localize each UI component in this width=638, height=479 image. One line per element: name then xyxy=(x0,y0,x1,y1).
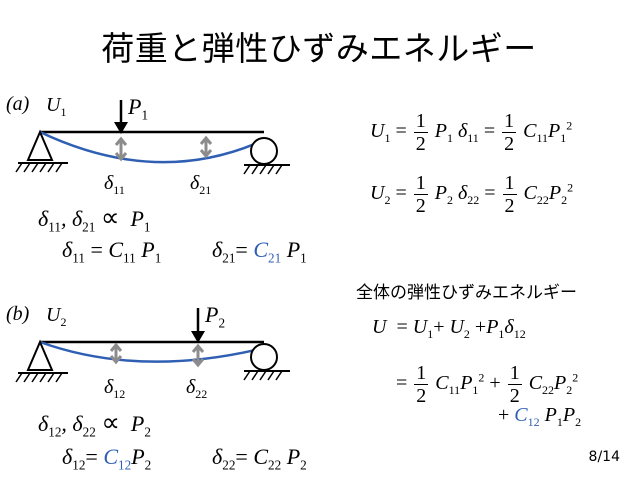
case-a-proportionality: δ11, δ21 ∝ P1 xyxy=(38,203,151,235)
deflection-arrow-d12-icon xyxy=(109,342,123,365)
beam-a-deflection-curve xyxy=(39,130,265,164)
beam-b-deflection-curve xyxy=(39,340,265,363)
load-p1-label: P1 xyxy=(128,94,149,123)
hatch-a-right xyxy=(243,164,283,175)
load-p2-label: P2 xyxy=(205,302,226,331)
delta-21-label: δ21 xyxy=(190,172,212,197)
hatch-a-left xyxy=(15,162,63,173)
case-a-delta21-equation: δ21= C21 P1 xyxy=(212,237,307,266)
case-b-delta22-equation: δ22= C22 P2 xyxy=(212,444,307,473)
total-energy-heading: 全体の弾性ひずみエネルギー xyxy=(356,283,577,303)
total-energy-equation: U = U1+ U2 +P1δ12 xyxy=(372,316,526,341)
deflection-arrow-d11-icon xyxy=(114,136,128,162)
case-b-energy-label: U2 xyxy=(46,304,67,329)
deflection-arrow-d21-icon xyxy=(199,135,213,159)
delta-12-label: δ12 xyxy=(104,376,126,401)
delta-22-label: δ22 xyxy=(186,376,208,401)
load-p1-arrow-icon xyxy=(114,122,128,134)
load-p2-arrow-icon xyxy=(191,331,205,343)
case-a-delta11-equation: δ11 = C11 P1 xyxy=(62,237,162,266)
hatch-b-right xyxy=(243,370,283,381)
case-b-proportionality: δ12, δ22 ∝ P2 xyxy=(38,408,151,440)
case-b-label: (b) xyxy=(6,303,30,325)
roller-support-b-icon xyxy=(250,343,278,371)
hatch-b-left xyxy=(15,372,63,383)
total-energy-cross-term: + C12 P1P2 xyxy=(498,404,582,429)
pin-support-b-icon xyxy=(26,339,54,371)
deflection-arrow-d22-icon xyxy=(191,343,205,368)
pin-support-a-icon xyxy=(26,129,54,161)
roller-support-a-icon xyxy=(250,137,278,165)
case-a-energy-label: U1 xyxy=(46,94,67,119)
slide-title: 荷重と弾性ひずみエネルギー xyxy=(101,29,537,68)
case-b-delta12-equation: δ12= C12P2 xyxy=(62,444,152,473)
beam-b xyxy=(15,308,290,383)
page-number: 8/14 xyxy=(588,449,620,465)
delta-11-label: δ11 xyxy=(104,172,125,197)
beam-a xyxy=(15,100,290,175)
case-a-label: (a) xyxy=(6,93,30,115)
